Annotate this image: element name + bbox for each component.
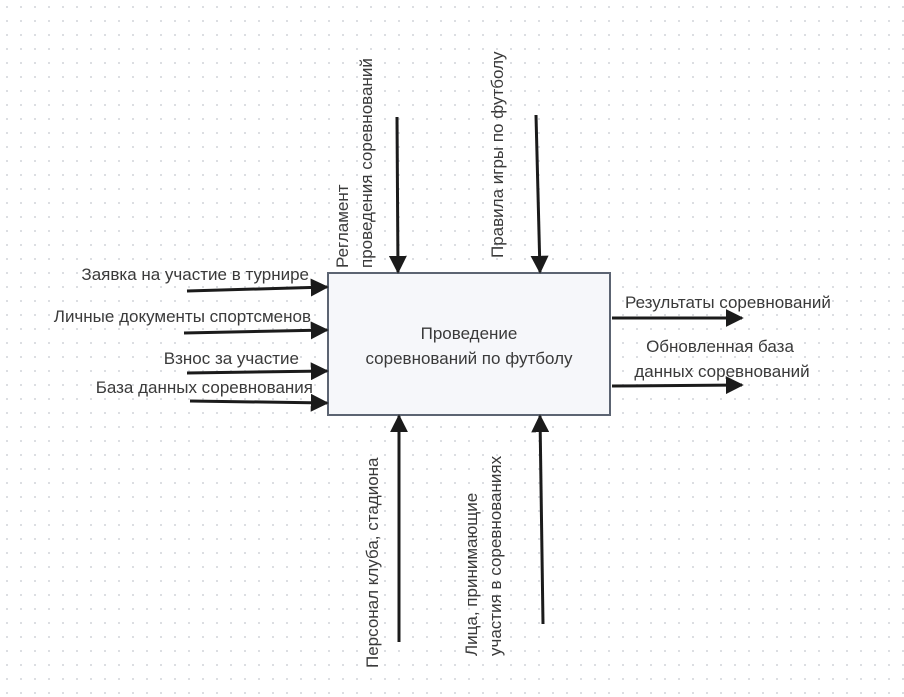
input-label-application: Заявка на участие в турнире <box>81 265 309 284</box>
output-label-results: Результаты соревнований <box>625 293 831 312</box>
output-label-database-line2: данных соревнований <box>634 362 809 381</box>
control-label-rules: Правила игры по футболу <box>488 51 507 258</box>
process-box[interactable] <box>327 272 611 416</box>
input-arrow-fee[interactable] <box>186 362 329 381</box>
output-label-database-line1: Обновленная база <box>646 337 794 356</box>
output-arrow-database[interactable] <box>611 376 744 395</box>
input-label-fee: Взнос за участие <box>164 349 299 368</box>
mechanism-label-participants-line2: участия в соревнованиях <box>486 455 505 656</box>
input-label-database: База данных соревнования <box>96 378 313 397</box>
input-arrow-application[interactable] <box>186 278 329 297</box>
mechanism-label-participants-line1: Лица, принимающие <box>462 493 481 656</box>
control-label-reglament-line1: Регламент <box>333 184 352 268</box>
input-label-documents: Личные документы спортсменов <box>54 307 311 326</box>
control-label-reglament-line2: проведения соревнований <box>357 58 376 268</box>
process-title-line2: соревнований по футболу <box>365 349 573 368</box>
input-arrow-documents[interactable] <box>183 321 329 340</box>
mechanism-label-staff: Персонал клуба, стадиона <box>363 457 382 668</box>
input-arrow-database[interactable] <box>189 393 329 412</box>
mechanism-arrow-participants[interactable] <box>531 414 550 625</box>
control-arrow-rules[interactable] <box>530 114 549 274</box>
process-title-line1: Проведение <box>421 324 518 343</box>
control-arrow-reglament[interactable] <box>388 116 407 274</box>
